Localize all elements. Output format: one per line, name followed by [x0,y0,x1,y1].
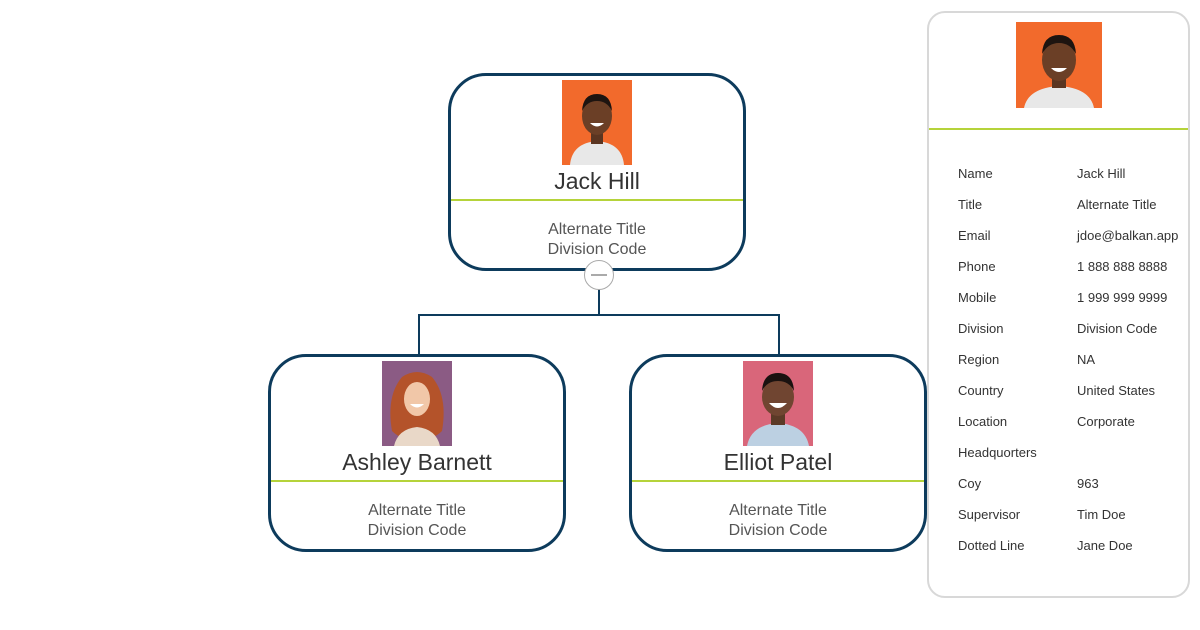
details-row-email: Email jdoe@balkan.app [958,228,1184,259]
person-face [404,382,430,416]
field-value: 963 [1077,476,1099,491]
node-title: Alternate Title [729,502,827,519]
field-label: Division [958,321,1004,336]
person-shoulders [394,427,440,446]
field-label: Region [958,352,1000,367]
node-divider [271,480,563,482]
field-label: Coy [958,476,982,491]
person-photo-icon [382,361,452,446]
details-row-division: Division Division Code [958,321,1184,352]
field-value: jdoe@balkan.app [1077,228,1179,243]
field-label: Location [958,414,1008,429]
collapse-toggle-button[interactable] [584,260,614,290]
field-label: Headquorters [958,445,1037,460]
field-value: Jack Hill [1077,166,1126,181]
field-label: Dotted Line [958,538,1025,553]
node-name: Jack Hill [554,168,640,194]
details-row-mobile: Mobile 1 999 999 9999 [958,290,1184,321]
person-shoulders [570,141,624,165]
org-node-ashley-barnett[interactable]: Ashley Barnett Alternate Title Division … [268,354,566,552]
node-divider [451,199,743,201]
details-avatar [1016,22,1102,108]
field-value: United States [1077,383,1156,398]
node-division: Division Code [367,522,467,539]
person-hair [582,94,612,111]
field-value: Division Code [1077,321,1158,336]
person-hair [1042,35,1076,54]
person-smile [1051,68,1067,72]
details-divider [929,128,1188,130]
details-row-coy: Coy 963 [958,476,1184,507]
details-row-supervisor: Supervisor Tim Doe [958,507,1184,538]
person-photo-icon [562,80,632,165]
node-name: Elliot Patel [723,449,833,475]
details-row-phone: Phone 1 888 888 8888 [958,259,1184,290]
node-title: Alternate Title [548,221,646,238]
field-value: Jane Doe [1077,538,1133,553]
field-label: Title [958,197,983,212]
person-hair [762,373,794,391]
field-label: Name [958,166,993,181]
avatar [743,361,813,446]
node-divider [632,480,924,482]
org-node-jack-hill[interactable]: Jack Hill Alternate Title Division Code [448,73,746,271]
field-value: Corporate [1077,414,1135,429]
person-shoulders [1024,86,1094,108]
field-label: Mobile [958,290,997,305]
field-value: 1 888 888 8888 [1077,259,1168,274]
field-value: 1 999 999 9999 [1077,290,1168,305]
field-value: Alternate Title [1077,197,1157,212]
person-face [582,97,612,135]
field-label: Country [958,383,1004,398]
field-label: Phone [958,259,996,274]
person-face [762,378,794,416]
avatar [382,361,452,446]
details-row-location: Location Corporate [958,414,1184,445]
person-photo-icon [743,361,813,446]
person-face [1042,39,1076,81]
org-node-elliot-patel[interactable]: Elliot Patel Alternate Title Division Co… [629,354,927,552]
field-value: Tim Doe [1077,507,1126,522]
avatar [562,80,632,165]
field-value: NA [1077,352,1096,367]
details-row-dotted-line: Dotted Line Jane Doe [958,538,1184,569]
person-photo-icon [1016,22,1102,108]
details-row-country: Country United States [958,383,1184,414]
field-label: Email [958,228,991,243]
details-field-list: Name Jack Hill Title Alternate Title Email… [958,166,1184,569]
node-division: Division Code [547,241,647,258]
details-row-title: Title Alternate Title [958,197,1184,228]
node-division: Division Code [728,522,828,539]
node-title: Alternate Title [368,502,466,519]
node-name: Ashley Barnett [342,449,492,475]
person-smile [769,403,787,408]
details-row-headquarters: Headquorters [958,445,1184,476]
details-row-region: Region NA [958,352,1184,383]
person-smile [590,123,604,127]
details-panel: Name Jack Hill Title Alternate Title Email… [927,11,1190,598]
field-label: Supervisor [958,507,1021,522]
person-smile [410,404,424,408]
details-row-name: Name Jack Hill [958,166,1184,197]
person-shoulders [747,423,809,446]
